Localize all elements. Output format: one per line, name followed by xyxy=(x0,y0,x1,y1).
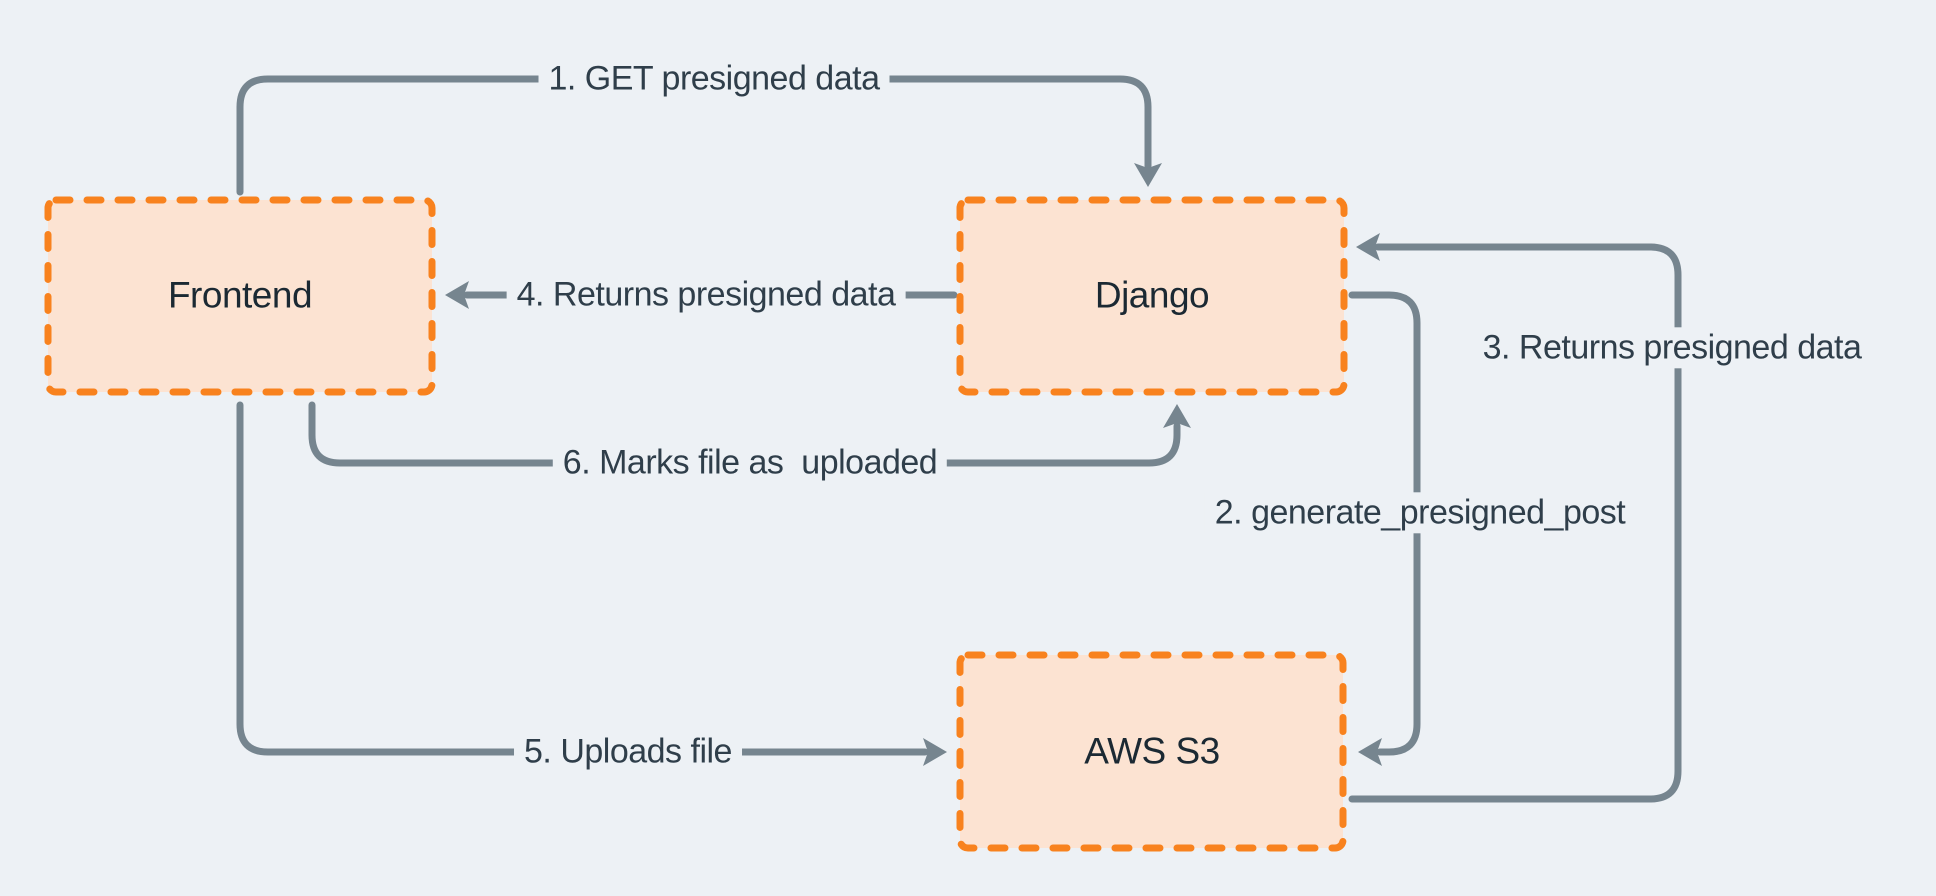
node-frontend-box xyxy=(44,196,436,396)
edge-4-arrowhead xyxy=(445,281,469,309)
edge-1-arrowhead xyxy=(1134,163,1162,187)
edge-5-arrowhead xyxy=(923,738,947,766)
node-frontend-label: Frontend xyxy=(167,274,313,316)
node-django-label: Django xyxy=(1094,274,1210,316)
edge-6-label: 6. Marks file as uploaded xyxy=(552,442,948,484)
edge-1-label: 1. GET presigned data xyxy=(538,58,890,100)
edge-3-arrowhead xyxy=(1356,233,1380,261)
node-django-box xyxy=(956,196,1348,396)
edge-5-label: 5. Uploads file xyxy=(514,731,742,773)
edge-3-label: 3. Returns presigned data xyxy=(1472,327,1872,369)
edge-2-label: 2. generate_presigned_post xyxy=(1204,492,1636,534)
edge-3-path xyxy=(1348,243,1682,803)
node-aws-s3-label: AWS S3 xyxy=(1084,730,1220,772)
edge-4-label: 4. Returns presigned data xyxy=(506,274,906,316)
edge-5-path xyxy=(236,401,929,756)
edge-2-arrowhead xyxy=(1358,738,1382,766)
edge-6-arrowhead xyxy=(1163,404,1191,428)
node-aws-s3-box xyxy=(956,651,1347,852)
